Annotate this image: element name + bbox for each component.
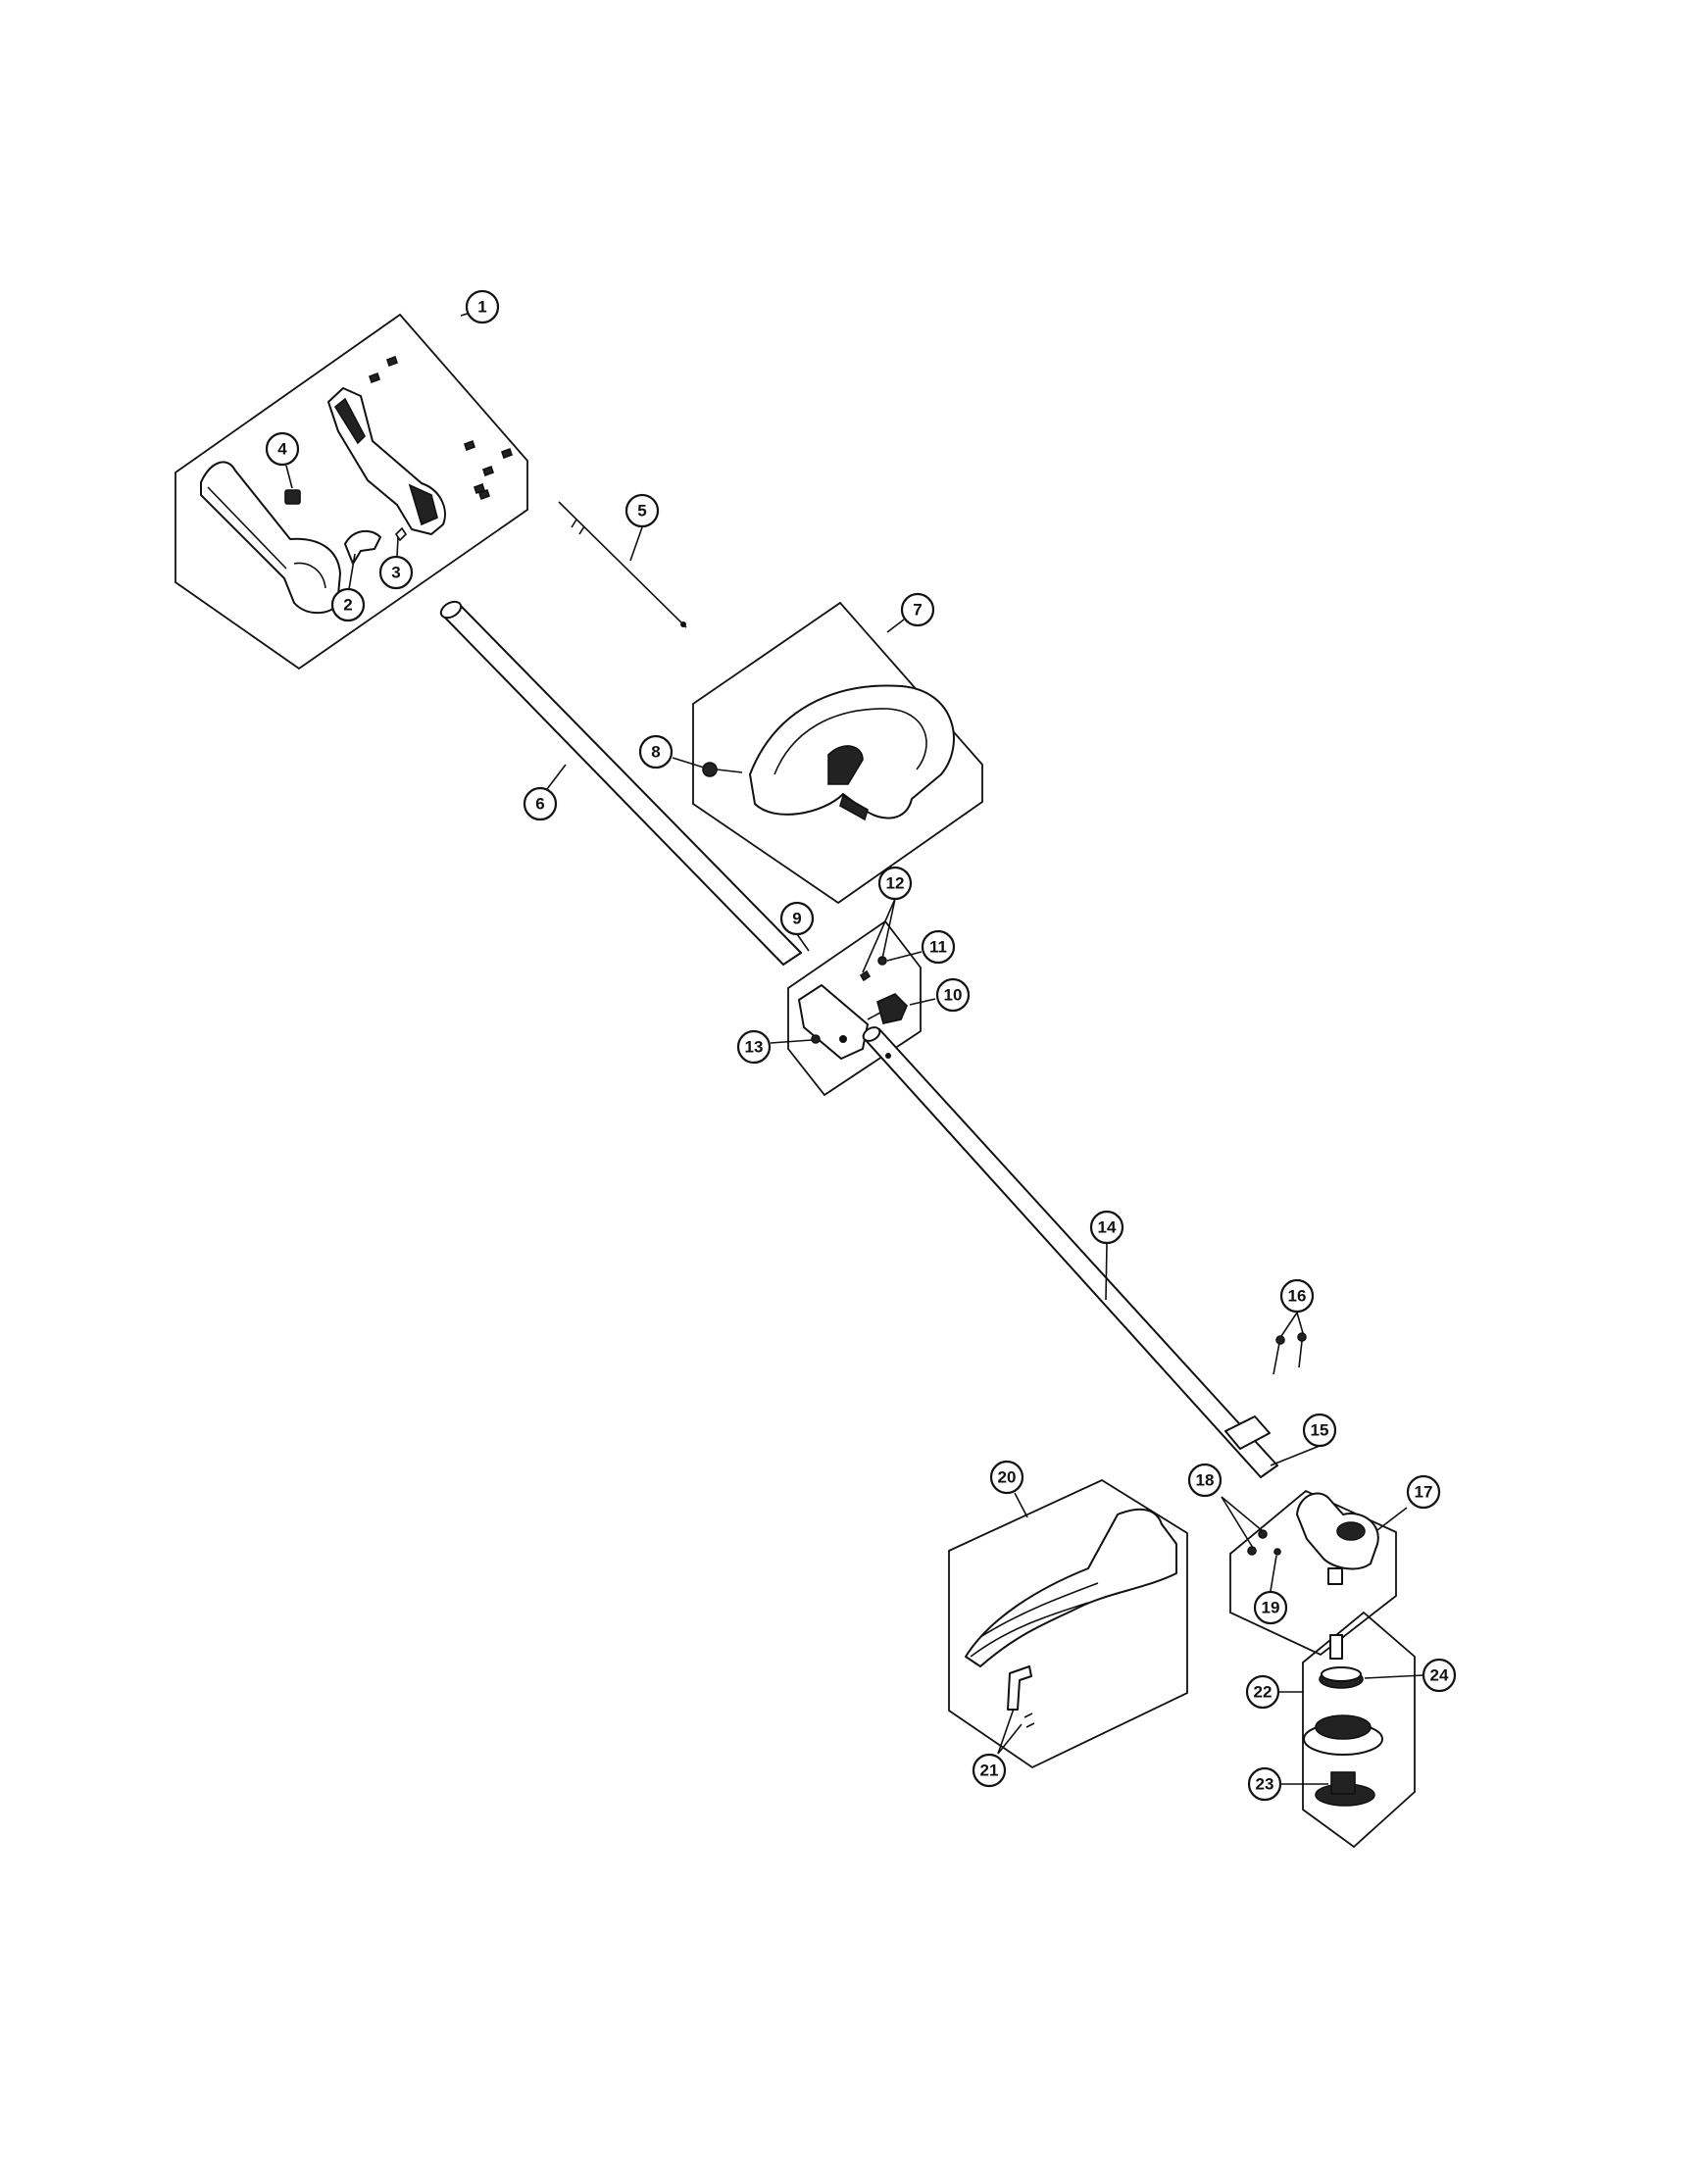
callout-label-13: 13	[745, 1038, 764, 1057]
callout-label-22: 22	[1254, 1683, 1273, 1702]
callout-12: 12	[877, 866, 913, 901]
callout-20: 20	[989, 1460, 1024, 1495]
callout-22: 22	[1245, 1674, 1280, 1710]
callout-9: 9	[779, 901, 815, 936]
gearbox-group-outline	[1229, 1489, 1397, 1657]
callout-2: 2	[330, 587, 366, 622]
callout-17: 17	[1406, 1474, 1441, 1510]
guard-group-outline	[948, 1478, 1188, 1769]
clamp-bolts	[1273, 1332, 1307, 1375]
callout-1: 1	[465, 289, 500, 324]
callout-24: 24	[1422, 1658, 1457, 1693]
lock-button	[284, 489, 301, 505]
callout-label-2: 2	[343, 596, 352, 615]
callout-19: 19	[1253, 1590, 1288, 1625]
callout-label-23: 23	[1256, 1775, 1274, 1794]
coupler-knob	[867, 993, 908, 1024]
callout-label-14: 14	[1098, 1218, 1117, 1237]
upper-drive-tube	[439, 600, 802, 966]
callout-label-12: 12	[886, 874, 905, 893]
handle-screws	[368, 355, 514, 501]
callout-label-5: 5	[637, 502, 646, 521]
callout-11: 11	[921, 929, 956, 965]
callout-label-6: 6	[535, 795, 544, 814]
gearbox-screws	[1247, 1529, 1268, 1556]
callout-15: 15	[1302, 1413, 1337, 1448]
callout-label-19: 19	[1262, 1599, 1280, 1617]
barrier-handle	[749, 684, 955, 821]
callout-label-11: 11	[929, 938, 947, 957]
callout-label-18: 18	[1196, 1471, 1215, 1490]
barrier-screw	[702, 762, 743, 777]
coupler-insert	[811, 1034, 821, 1044]
callout-18: 18	[1187, 1463, 1223, 1498]
handle-right-half	[327, 387, 446, 535]
callout-label-24: 24	[1430, 1666, 1449, 1685]
gearbox	[1296, 1492, 1379, 1585]
callout-8: 8	[638, 734, 674, 769]
handle-left-half	[200, 461, 341, 615]
tube-clamp	[1224, 1415, 1271, 1450]
callout-label-3: 3	[391, 564, 400, 582]
callout-label-16: 16	[1288, 1287, 1307, 1306]
callout-label-20: 20	[998, 1468, 1017, 1487]
callout-5: 5	[624, 493, 660, 528]
callout-14: 14	[1089, 1210, 1124, 1245]
callout-label-8: 8	[651, 743, 660, 762]
callout-4: 4	[265, 431, 300, 467]
callout-7: 7	[900, 592, 935, 627]
grass-guard	[965, 1508, 1177, 1667]
callout-label-10: 10	[944, 986, 963, 1005]
trimmer-head	[1303, 1634, 1383, 1807]
callout-label-15: 15	[1311, 1421, 1329, 1440]
trigger	[344, 529, 381, 565]
callout-label-1: 1	[477, 298, 486, 317]
callout-10: 10	[935, 977, 971, 1013]
callout-21: 21	[972, 1753, 1007, 1788]
lower-drive-tube	[862, 1026, 1278, 1478]
guard-bracket	[1007, 1665, 1035, 1728]
callout-label-4: 4	[277, 440, 287, 459]
coupler-body	[798, 984, 869, 1060]
callout-label-17: 17	[1415, 1483, 1433, 1502]
barrier-assembly-group-outline	[692, 601, 983, 905]
callout-6: 6	[523, 786, 558, 821]
callout-3: 3	[378, 555, 414, 590]
callout-13: 13	[736, 1029, 772, 1065]
leader-lines	[285, 309, 1424, 1785]
callout-23: 23	[1247, 1766, 1282, 1802]
handle-assembly-group-outline	[175, 313, 528, 670]
throttle-cable	[558, 501, 687, 628]
callout-label-7: 7	[913, 601, 922, 620]
callout-label-21: 21	[980, 1762, 999, 1780]
coupler-pin	[859, 969, 872, 982]
callout-label-9: 9	[792, 910, 801, 928]
gearbox-washer	[1273, 1548, 1281, 1556]
trimmer-head-group-outline	[1302, 1611, 1416, 1849]
callout-16: 16	[1279, 1278, 1315, 1314]
